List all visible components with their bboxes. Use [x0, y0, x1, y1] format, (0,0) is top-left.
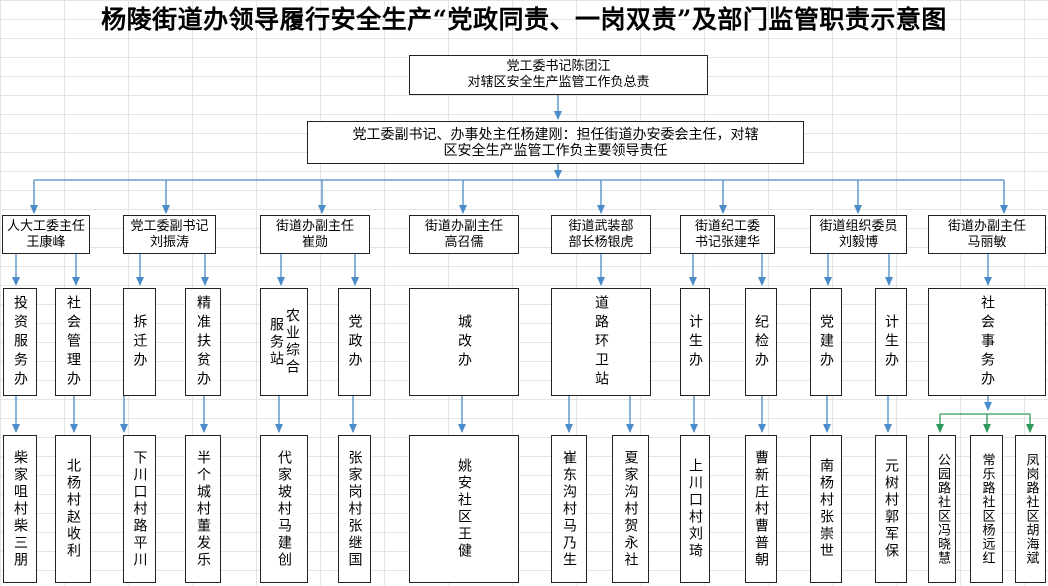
deputy-secretary-line2: 区安全生产监管工作负主要领导责任 — [443, 142, 668, 159]
village-label: 姚安社区王健 — [456, 458, 472, 560]
department-box: 纪检办 — [745, 288, 777, 396]
village-box: 下川口村路平川 — [123, 435, 156, 583]
leader-title: 人大工委主任 — [6, 218, 85, 234]
department-box: 党建办 — [810, 288, 842, 396]
leader-name: 部长杨银虎 — [568, 234, 634, 250]
leader-name: 刘振涛 — [149, 234, 189, 250]
department-label: 道路环卫站 — [593, 294, 609, 390]
deputy-secretary-box: 党工委副书记、办事处主任杨建刚：担任街道办安委会主任，对辖 区安全生产监管工作负… — [307, 121, 804, 164]
village-label: 南杨村张崇世 — [818, 458, 834, 560]
leader-title: 街道办副主任 — [275, 218, 354, 234]
leader-box: 街道办副主任崔勋 — [260, 215, 370, 254]
village-box: 南杨村张崇世 — [810, 435, 842, 583]
village-box: 代家坡村马建创 — [260, 435, 308, 583]
department-box: 计生办 — [680, 288, 710, 396]
village-label: 崔东沟村马乃生 — [561, 449, 577, 569]
community-box: 公园路社区冯晓慧 — [928, 435, 956, 583]
deputy-secretary-line1: 党工委副书记、办事处主任杨建刚：担任街道办安委会主任，对辖 — [352, 126, 759, 143]
department-label: 投资服务办 — [12, 294, 28, 390]
party-secretary-duty: 对辖区安全生产监管工作负总责 — [467, 75, 650, 90]
department-label: 纪检办 — [753, 313, 769, 371]
village-label: 北杨村赵收利 — [65, 458, 81, 560]
leader-box: 街道组织委员刘毅博 — [810, 215, 907, 254]
village-label: 上川口村刘琦 — [687, 458, 703, 560]
leader-box: 街道武装部部长杨银虎 — [551, 215, 651, 254]
leader-title: 街道纪工委 — [694, 218, 760, 234]
department-box: 投资服务办 — [3, 288, 37, 396]
village-label: 曹新庄村曹普朝 — [753, 449, 769, 569]
village-box: 夏家沟村贺永社 — [612, 435, 649, 583]
department-label: 精准扶贫办 — [195, 294, 211, 390]
leader-title: 街道组织委员 — [819, 218, 898, 234]
community-box: 常乐路社区杨远红 — [970, 435, 1003, 583]
leader-title: 街道办副主任 — [424, 218, 503, 234]
village-box: 半个城村董发乐 — [185, 435, 221, 583]
community-label: 凤岗路社区胡海斌 — [1023, 453, 1039, 565]
leader-title: 街道武装部 — [568, 218, 634, 234]
leader-box: 街道纪工委书记张建华 — [680, 215, 775, 254]
village-label: 下川口村路平川 — [131, 449, 148, 569]
leader-name: 马丽敏 — [967, 234, 1007, 250]
department-box: 拆迁办 — [123, 288, 156, 396]
department-box: 党政办 — [338, 288, 371, 396]
village-box: 崔东沟村马乃生 — [551, 435, 587, 583]
party-secretary-box: 党工委书记陈团江 对辖区安全生产监管工作负总责 — [409, 55, 708, 95]
leader-name: 书记张建华 — [694, 234, 760, 250]
department-label: 党政办 — [346, 313, 363, 371]
leader-name: 崔勋 — [301, 234, 328, 250]
department-box: 道路环卫站 — [551, 288, 651, 396]
village-box: 姚安社区王健 — [409, 435, 519, 583]
leader-name: 刘毅博 — [838, 234, 878, 250]
department-label: 城改办 — [456, 313, 472, 371]
leader-box: 党工委副书记刘振涛 — [123, 215, 216, 254]
leader-name: 高召儒 — [444, 234, 484, 250]
village-box: 上川口村刘琦 — [680, 435, 710, 583]
department-label: 社会管理办 — [65, 294, 81, 390]
community-label: 常乐路社区杨远红 — [979, 453, 995, 565]
department-label: 拆迁办 — [131, 313, 148, 371]
community-branch — [936, 413, 1034, 433]
department-label: 社会事务办 — [979, 294, 995, 390]
village-box: 曹新庄村曹普朝 — [745, 435, 777, 583]
village-label: 元树村郭军保 — [883, 458, 899, 560]
department-label: 计生办 — [883, 313, 899, 371]
department-box: 精准扶贫办 — [185, 288, 221, 396]
village-label: 张家岗村张继国 — [346, 449, 363, 569]
leader-name: 王康峰 — [26, 234, 66, 250]
department-label: 党建办 — [818, 313, 834, 371]
leader-title: 党工委副书记 — [130, 218, 209, 234]
department-label: 农业综合服务站 — [268, 308, 300, 376]
department-box: 社会事务办 — [928, 288, 1046, 396]
village-box: 柴家咀村柴三朋 — [3, 435, 37, 583]
department-box: 社会管理办 — [55, 288, 91, 396]
village-label: 柴家咀村柴三朋 — [12, 449, 28, 569]
department-box: 计生办 — [875, 288, 907, 396]
community-label: 公园路社区冯晓慧 — [935, 453, 950, 565]
village-box: 元树村郭军保 — [875, 435, 907, 583]
party-secretary-name: 党工委书记陈团江 — [506, 59, 611, 74]
leader-box: 街道办副主任高召儒 — [409, 215, 519, 254]
village-box: 北杨村赵收利 — [55, 435, 91, 583]
department-label: 计生办 — [687, 313, 703, 371]
community-box: 凤岗路社区胡海斌 — [1015, 435, 1046, 583]
village-label: 半个城村董发乐 — [195, 449, 211, 569]
department-box: 农业综合服务站 — [260, 288, 308, 396]
department-box: 城改办 — [409, 288, 519, 396]
village-box: 张家岗村张继国 — [338, 435, 371, 583]
village-label: 代家坡村马建创 — [276, 449, 292, 569]
leader-box: 街道办副主任马丽敏 — [928, 215, 1046, 254]
village-label: 夏家沟村贺永社 — [622, 449, 639, 569]
leader-title: 街道办副主任 — [947, 218, 1026, 234]
page-title: 杨陵街道办领导履行安全生产“党政同责、一岗双责”及部门监管职责示意图 — [101, 5, 947, 34]
leader-box: 人大工委主任王康峰 — [2, 215, 90, 254]
